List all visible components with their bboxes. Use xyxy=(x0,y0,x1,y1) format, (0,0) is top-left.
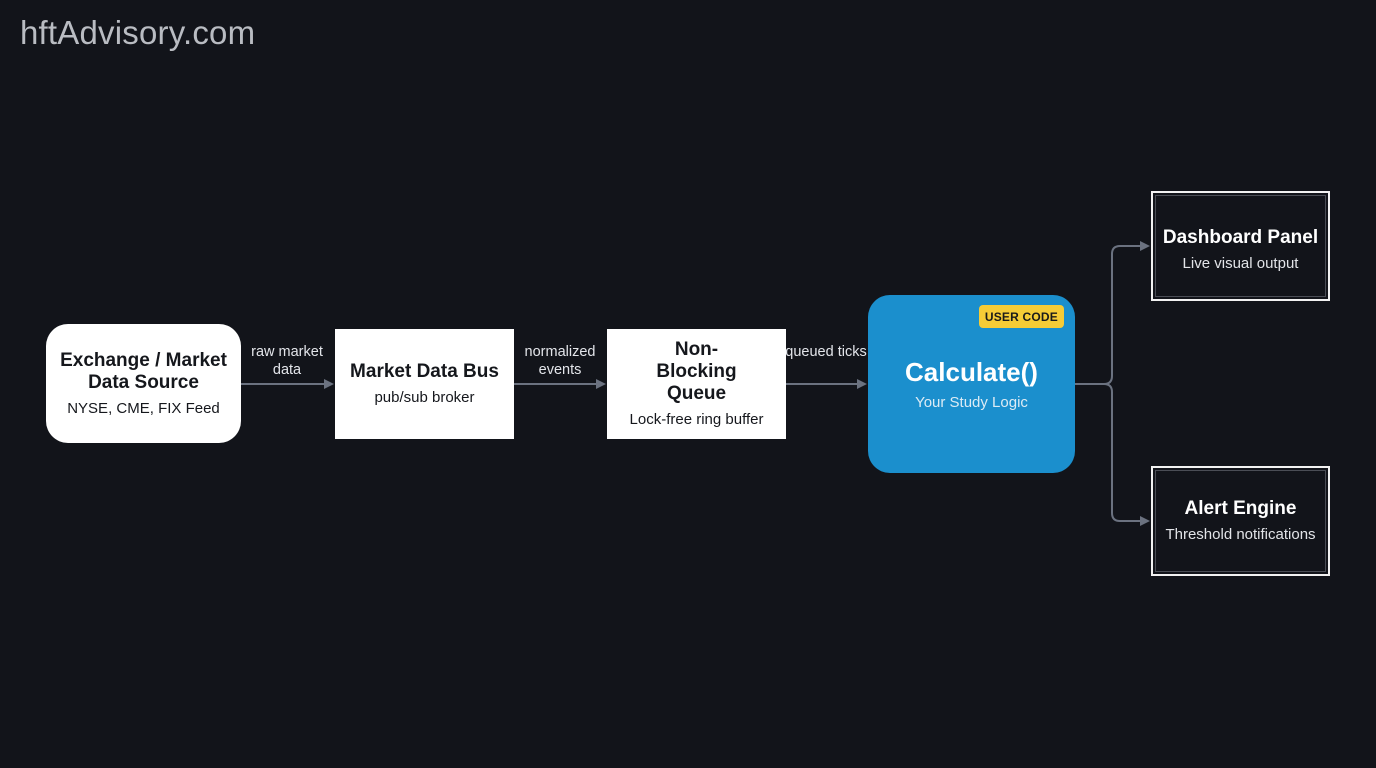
node-calculate: USER CODE Calculate() Your Study Logic xyxy=(868,295,1075,473)
node-dashboard-panel: Dashboard Panel Live visual output xyxy=(1151,191,1330,301)
user-code-badge: USER CODE xyxy=(978,305,1064,328)
node-non-blocking-queue: Non-Blocking Queue Lock-free ring buffer xyxy=(607,329,786,439)
watermark: hftAdvisory.com xyxy=(20,14,256,51)
node-title: Calculate() xyxy=(905,356,1038,387)
edge-label-queued-ticks: queued ticks xyxy=(785,344,867,360)
node-title: Exchange / Market Data Source xyxy=(60,349,227,393)
node-title: Non-Blocking Queue xyxy=(656,339,737,404)
node-subtitle: Your Study Logic xyxy=(915,393,1028,411)
edge-label-raw-market-data: raw market data xyxy=(251,344,323,378)
node-title: Dashboard Panel xyxy=(1162,227,1319,248)
node-exchange-source: Exchange / Market Data Source NYSE, CME,… xyxy=(46,324,241,443)
node-title: Market Data Bus xyxy=(350,361,499,382)
edge-calc-dashboard xyxy=(1075,241,1150,385)
node-title: Alert Engine xyxy=(1184,498,1297,519)
node-alert-engine: Alert Engine Threshold notifications xyxy=(1151,466,1330,576)
edge-label-normalized-events: normalized events xyxy=(524,344,596,378)
node-subtitle: pub/sub broker xyxy=(374,389,475,406)
node-subtitle: NYSE, CME, FIX Feed xyxy=(67,399,220,417)
node-subtitle: Live visual output xyxy=(1182,255,1299,272)
edge-calc-alert xyxy=(1103,383,1150,526)
node-subtitle: Threshold notifications xyxy=(1165,526,1316,543)
node-subtitle: Lock-free ring buffer xyxy=(629,411,764,428)
node-market-data-bus: Market Data Bus pub/sub broker xyxy=(335,329,514,439)
